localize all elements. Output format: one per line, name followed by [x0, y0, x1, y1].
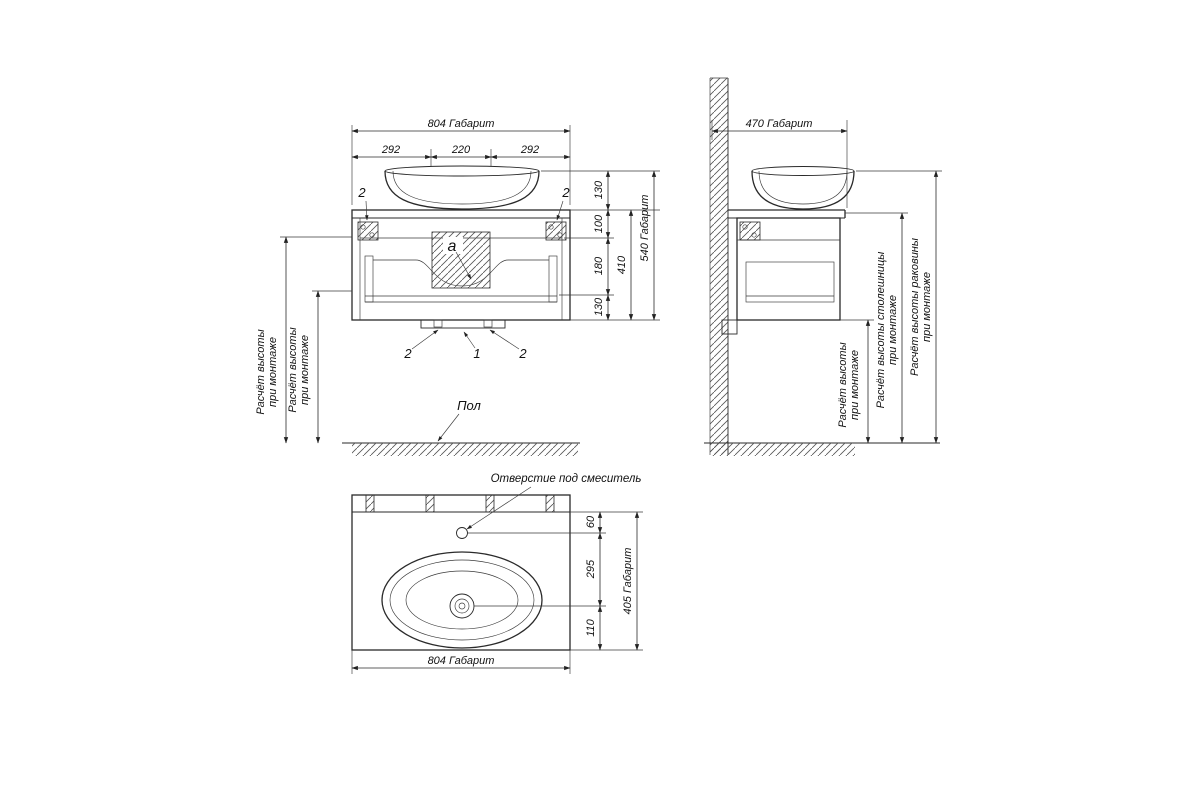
top-faucet-callout: Отверстие под смеситель — [466, 473, 642, 530]
note-side-mount-line2: при монтаже — [849, 350, 861, 420]
dim-front-chain-0: 130 — [593, 180, 605, 199]
top-dims-right: 60 295 110 405 Габарит — [468, 511, 643, 651]
floor-label: Пол — [457, 398, 481, 413]
mounting-strip — [420, 319, 506, 329]
faucet-callout-label: Отверстие под смеситель — [491, 473, 642, 485]
top-dims-bottom: 804 Габарит — [351, 650, 571, 674]
front-cabinet — [351, 209, 571, 329]
side-wall — [709, 77, 729, 455]
front-bracket-right — [545, 221, 567, 241]
ref-top-right: 2 — [561, 185, 570, 200]
top-view: Отверстие под смеситель 60 295 110 405 Г… — [351, 473, 643, 674]
dim-front-chain-2: 180 — [593, 256, 605, 275]
front-dims-left: Расчёт высоты при монтаже Расчёт высоты … — [255, 236, 352, 444]
side-floor — [704, 442, 940, 456]
note-side-countertop-line2: при монтаже — [887, 295, 899, 365]
front-bracket-left — [357, 221, 379, 241]
ref-top-left: 2 — [357, 185, 366, 200]
dim-front-cabinet-height: 410 — [616, 255, 628, 274]
side-view: 470 Габарит — [704, 77, 942, 456]
front-view: a 2 2 2 1 2 804 Габарит — [255, 118, 660, 456]
dim-front-seg-right: 292 — [520, 144, 539, 156]
section-label: a — [448, 238, 457, 255]
note-side-basin-line2: при монтаже — [921, 272, 933, 342]
dim-front-seg-center: 220 — [451, 144, 471, 156]
note-side-countertop-line1: Расчёт высоты столешницы — [875, 252, 887, 409]
front-refs-top: 2 2 — [357, 185, 570, 221]
front-basin — [384, 165, 540, 210]
dim-top-front-offset: 110 — [585, 618, 597, 636]
dim-top-depth-overall: 405 Габарит — [622, 548, 634, 615]
dim-top-drain-offset: 295 — [585, 559, 597, 579]
top-basin — [381, 527, 543, 649]
note-side-basin-line1: Расчёт высоты раковины — [909, 238, 921, 376]
note-mount-inner-line2: при монтаже — [299, 335, 311, 405]
dim-front-chain-3: 130 — [593, 297, 605, 316]
side-dims-right: Расчёт высоты при монтаже Расчёт высоты … — [837, 170, 942, 444]
top-countertop — [351, 494, 571, 651]
dim-top-width-overall: 804 Габарит — [428, 655, 495, 667]
dim-top-faucet-offset: 60 — [585, 515, 597, 528]
ref-bottom-center: 1 — [473, 346, 480, 361]
note-mount-outer-line1: Расчёт высоты — [255, 329, 267, 414]
dim-side-depth-overall: 470 Габарит — [746, 118, 813, 130]
dim-front-chain-1: 100 — [593, 214, 605, 233]
dim-front-seg-left: 292 — [381, 144, 400, 156]
note-mount-inner-line1: Расчёт высоты — [287, 327, 299, 412]
front-floor: Пол — [342, 398, 580, 456]
side-bracket — [739, 221, 761, 241]
ref-bottom-left: 2 — [403, 346, 412, 361]
dim-front-height-overall: 540 Габарит — [639, 195, 651, 262]
side-dim-depth: 470 Габарит — [711, 118, 848, 208]
faucet-hole — [456, 527, 468, 539]
note-mount-outer-line2: при монтаже — [267, 337, 279, 407]
ref-bottom-right: 2 — [518, 346, 527, 361]
front-dims-right: 130 100 180 130 410 540 Габарит — [541, 170, 660, 321]
dim-front-width-overall: 804 Габарит — [428, 118, 495, 130]
drain-hole — [449, 593, 475, 619]
side-basin — [751, 166, 855, 210]
front-dims-top: 804 Габарит 292 220 292 — [351, 118, 571, 205]
note-side-mount-line1: Расчёт высоты — [837, 342, 849, 427]
front-refs-bottom: 2 1 2 — [403, 329, 527, 361]
front-section-box: a — [431, 231, 491, 289]
side-wall-bracket — [721, 319, 738, 335]
